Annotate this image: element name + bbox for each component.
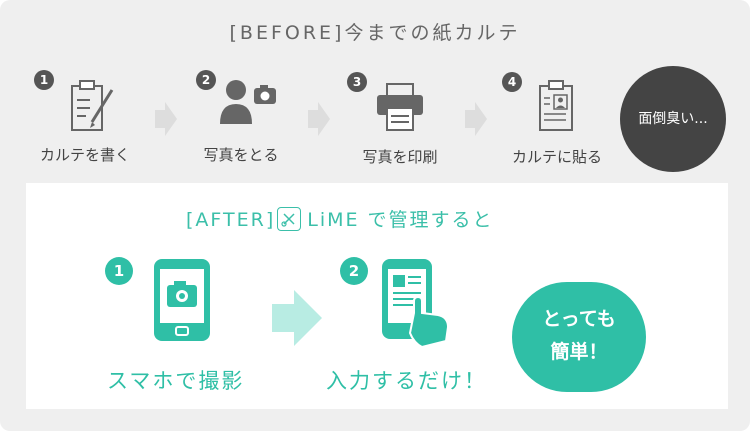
arrow-right-icon	[272, 290, 322, 346]
phone-tap-icon	[382, 259, 450, 349]
before-step-4: 4 カルテに貼る	[492, 68, 622, 168]
phone-camera-icon	[154, 259, 210, 341]
arrow-right-icon	[308, 102, 330, 136]
step-label: カルテに貼る	[511, 148, 602, 166]
lime-logo-icon	[277, 206, 302, 231]
person-camera-icon	[220, 80, 276, 124]
result-line-1: とっても	[542, 308, 616, 330]
before-step-3: 3 写真を印刷	[335, 68, 465, 168]
after-title-suffix: LiME で管理すると	[307, 209, 494, 231]
result-bubble-dark: 面倒臭い...	[620, 66, 726, 172]
printer-icon	[377, 83, 423, 131]
step-number-badge: 2	[196, 70, 216, 90]
step-label: 写真を印刷	[362, 148, 438, 166]
before-step-2: 2 写真をとる	[178, 68, 308, 168]
before-title: [BEFORE]今までの紙カルテ	[229, 22, 521, 44]
clipboard-pen-icon	[71, 80, 114, 131]
step-number-badge: 1	[34, 70, 54, 90]
after-title-prefix: [AFTER]	[186, 209, 276, 231]
step-number-badge: 2	[340, 257, 368, 285]
after-step-label: スマホで撮影	[107, 369, 245, 393]
arrow-right-icon	[465, 102, 487, 136]
result-line-2: 簡単！	[550, 341, 608, 363]
result-bubble-teal: とっても 簡単！	[512, 282, 646, 392]
after-step-label: 入力するだけ！	[326, 369, 487, 393]
step-number-badge: 3	[347, 72, 367, 92]
before-step-1: 1 カルテを書く	[20, 68, 150, 168]
step-number-badge: 1	[105, 257, 133, 285]
after-title: [AFTER] LiME で管理すると	[186, 205, 494, 233]
arrow-right-icon	[155, 102, 177, 136]
step-label: カルテを書く	[39, 146, 130, 164]
step-number-badge: 4	[502, 72, 522, 92]
clipboard-photo-icon	[539, 80, 573, 131]
step-label: 写真をとる	[203, 146, 279, 164]
